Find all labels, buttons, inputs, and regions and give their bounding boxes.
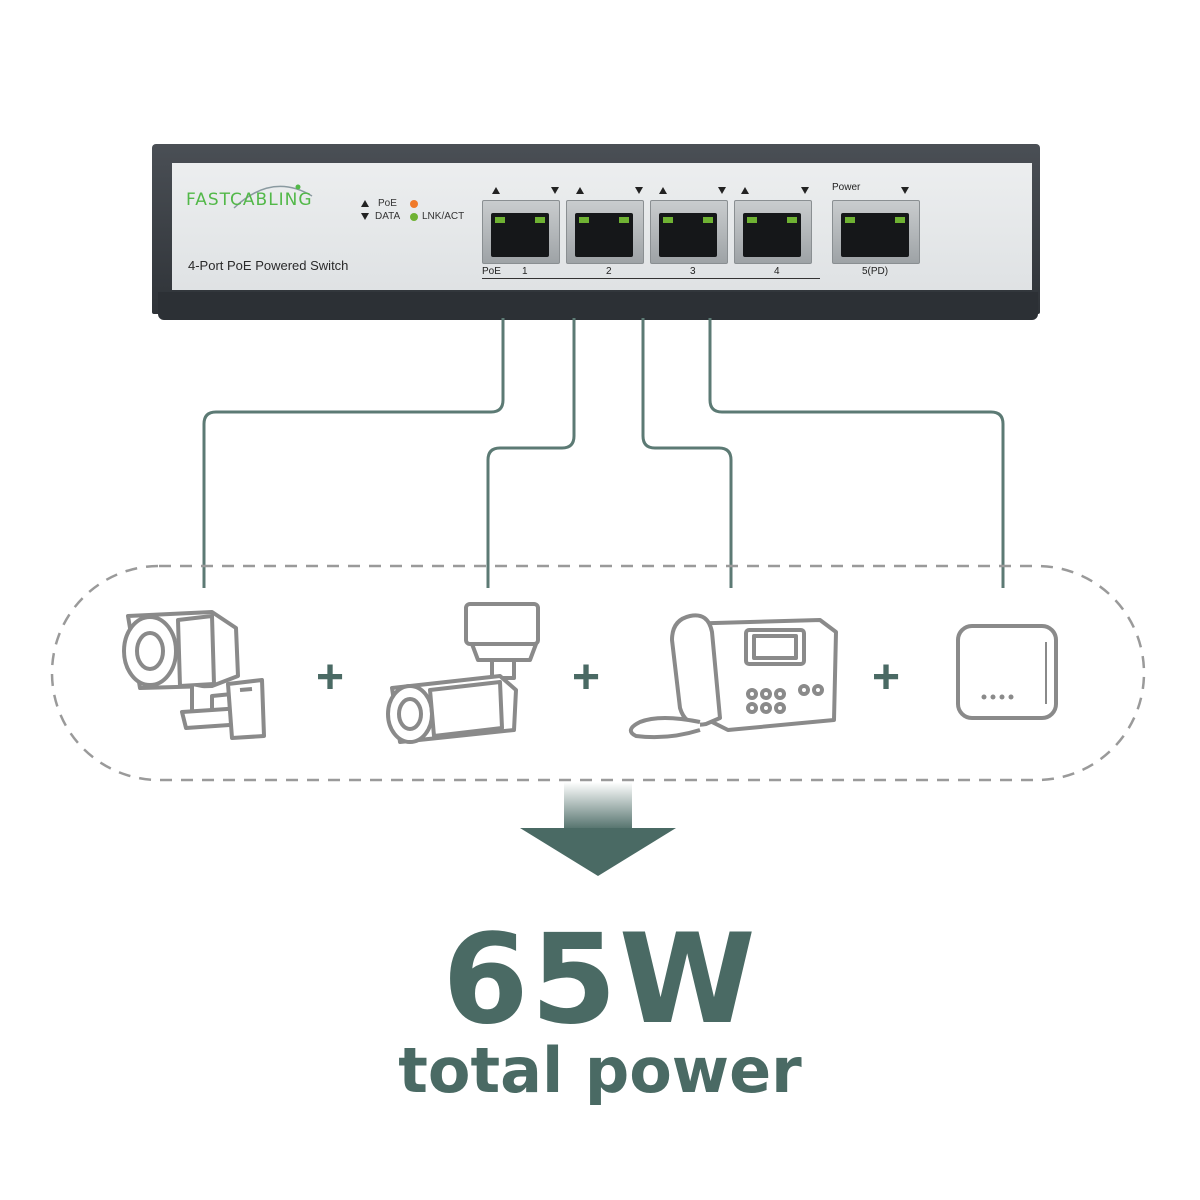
bullet-camera-icon — [122, 610, 266, 740]
poe-port-group-label: PoE — [482, 266, 501, 277]
cable-port-4 — [708, 318, 1005, 588]
cable-lines — [202, 318, 1005, 588]
down-arrow-icon — [520, 828, 676, 876]
ethernet-port-2 — [566, 200, 644, 264]
cable-port-2 — [486, 318, 576, 588]
power-triangle-icon — [901, 187, 909, 194]
port4-data-triangle-icon — [801, 187, 809, 194]
cable-port-1 — [202, 318, 505, 588]
brand-swoosh-icon — [233, 184, 313, 209]
ethernet-port-pd — [832, 200, 920, 264]
plus-sign: + — [316, 651, 345, 704]
up-triangle-icon — [361, 200, 369, 207]
port1-data-triangle-icon — [551, 187, 559, 194]
port3-poe-triangle-icon — [659, 187, 667, 194]
ip-phone-icon — [628, 613, 838, 740]
plus-sign: + — [872, 651, 901, 704]
legend-lnk-act: LNK/ACT — [422, 211, 465, 222]
total-power-caption: total power — [398, 1034, 802, 1107]
poe-led-indicator — [410, 200, 418, 208]
port-label-3: 3 — [690, 266, 696, 277]
port2-poe-triangle-icon — [576, 187, 584, 194]
power-label: Power — [832, 182, 861, 193]
down-triangle-icon — [361, 213, 369, 220]
port3-data-triangle-icon — [718, 187, 726, 194]
port-label-4: 4 — [774, 266, 780, 277]
ethernet-port-4 — [734, 200, 812, 264]
access-point-icon — [956, 624, 1058, 720]
model-name: 4-Port PoE Powered Switch — [188, 258, 349, 273]
port2-data-triangle-icon — [635, 187, 643, 194]
poe-port-underline — [482, 278, 820, 279]
pd-port-label: 5(PD) — [862, 266, 889, 277]
ethernet-port-1 — [482, 200, 560, 264]
port-label-1: 1 — [522, 266, 528, 277]
cable-port-3 — [641, 318, 733, 588]
port4-poe-triangle-icon — [741, 187, 749, 194]
legend-poe: PoE — [378, 198, 397, 209]
down-arrow-shaft — [564, 782, 632, 832]
brand-logo: FASTCABLING — [186, 190, 313, 210]
ethernet-port-3 — [650, 200, 728, 264]
port1-poe-triangle-icon — [492, 187, 500, 194]
switch-base — [158, 292, 1038, 320]
legend-data: DATA — [375, 211, 401, 222]
link-led-indicator — [410, 213, 418, 221]
total-power-value: 65W — [442, 908, 758, 1052]
port-label-2: 2 — [606, 266, 612, 277]
plus-sign: + — [572, 651, 601, 704]
ceiling-camera-icon — [386, 602, 540, 744]
